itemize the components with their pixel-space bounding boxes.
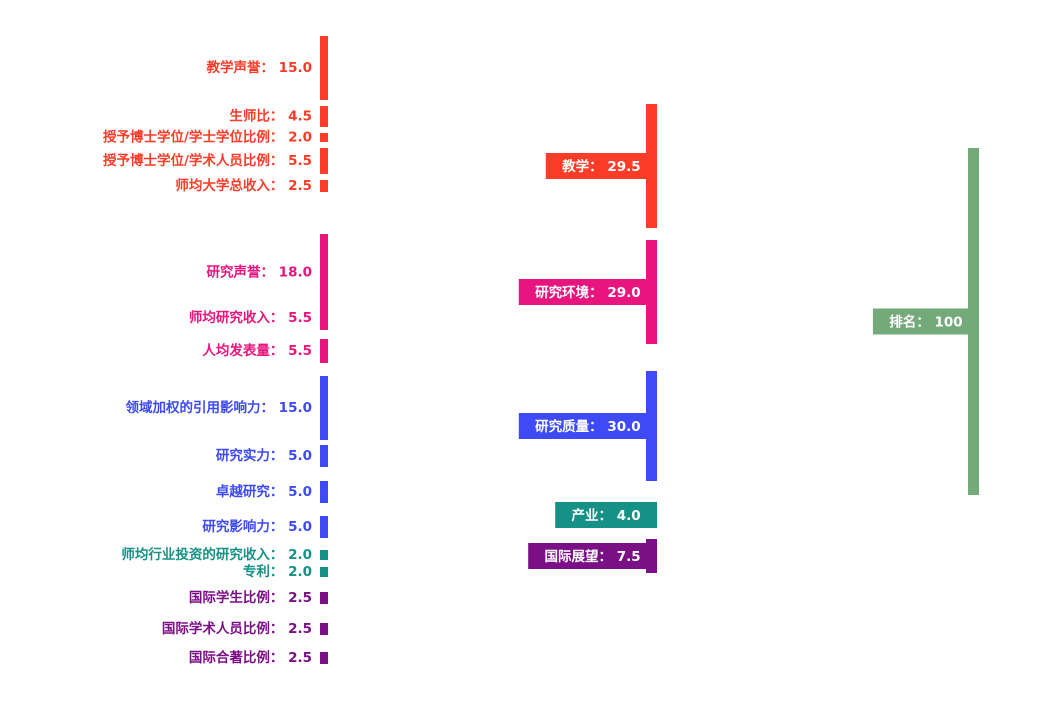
node-label-e0: 排名： 100 — [889, 314, 962, 331]
sankey-node-n4[interactable] — [320, 180, 328, 192]
sankey-node-n3[interactable] — [320, 148, 328, 174]
sankey-node-n9[interactable] — [320, 445, 328, 467]
node-label-bg-m3 — [555, 502, 657, 528]
sankey-node-n15[interactable] — [320, 623, 328, 635]
node-label-n2: 授予博士学位/学士学位比例： 2.0 — [103, 129, 312, 146]
sankey-node-n2[interactable] — [320, 133, 328, 142]
node-label-bg-m0 — [545, 153, 657, 179]
sankey-node-n11[interactable] — [320, 516, 328, 538]
node-label-n7: 人均发表量： 5.5 — [202, 342, 312, 359]
sankey-node-n7[interactable] — [320, 339, 328, 363]
node-label-n9: 研究实力： 5.0 — [216, 447, 312, 464]
node-label-bg-m1 — [518, 279, 657, 305]
node-label-n6: 师均研究收入： 5.5 — [189, 309, 312, 326]
node-label-n3: 授予博士学位/学术人员比例： 5.5 — [103, 152, 312, 169]
node-label-n1: 生师比： 4.5 — [229, 108, 312, 125]
node-label-n15: 国际学术人员比例： 2.5 — [162, 620, 312, 637]
sankey-node-n1[interactable] — [320, 106, 328, 127]
node-label-m0: 教学： 29.5 — [562, 158, 641, 175]
sankey-node-n10[interactable] — [320, 481, 328, 503]
sankey-node-n6[interactable] — [320, 306, 328, 330]
sankey-node-n14[interactable] — [320, 592, 328, 604]
sankey-node-n8[interactable] — [320, 376, 328, 440]
node-label-n8: 领域加权的引用影响力： 15.0 — [125, 399, 312, 416]
node-label-n5: 研究声誉： 18.0 — [206, 264, 312, 281]
node-label-n12: 师均行业投资的研究收入： 2.0 — [121, 546, 312, 563]
node-label-m1: 研究环境： 29.0 — [535, 284, 641, 301]
sankey-node-n0[interactable] — [320, 36, 328, 100]
node-label-bg-e0 — [872, 308, 979, 335]
node-label-bg-m4 — [528, 543, 657, 569]
labels-layer: 教学声誉： 15.0 生师比： 4.5 授予博士学位/学士学位比例： 2.0 授予博士… — [103, 59, 979, 666]
node-label-m2: 研究质量： 30.0 — [535, 418, 641, 435]
node-label-n11: 研究影响力： 5.0 — [202, 518, 312, 535]
sankey-node-n13[interactable] — [320, 567, 328, 577]
sankey-node-n16[interactable] — [320, 652, 328, 664]
node-label-bg-m2 — [518, 413, 657, 439]
node-label-n13: 专利： 2.0 — [243, 563, 312, 580]
node-label-m4: 国际展望： 7.5 — [545, 548, 641, 565]
node-label-n14: 国际学生比例： 2.5 — [189, 589, 312, 606]
sankey-node-n5[interactable] — [320, 234, 328, 311]
node-label-m3: 产业： 4.0 — [572, 507, 641, 524]
node-label-n0: 教学声誉： 15.0 — [206, 59, 312, 76]
node-label-n10: 卓越研究： 5.0 — [216, 483, 312, 500]
node-label-n16: 国际合著比例： 2.5 — [189, 649, 312, 666]
node-label-n4: 师均大学总收入： 2.5 — [175, 177, 312, 194]
sankey-node-n12[interactable] — [320, 550, 328, 560]
